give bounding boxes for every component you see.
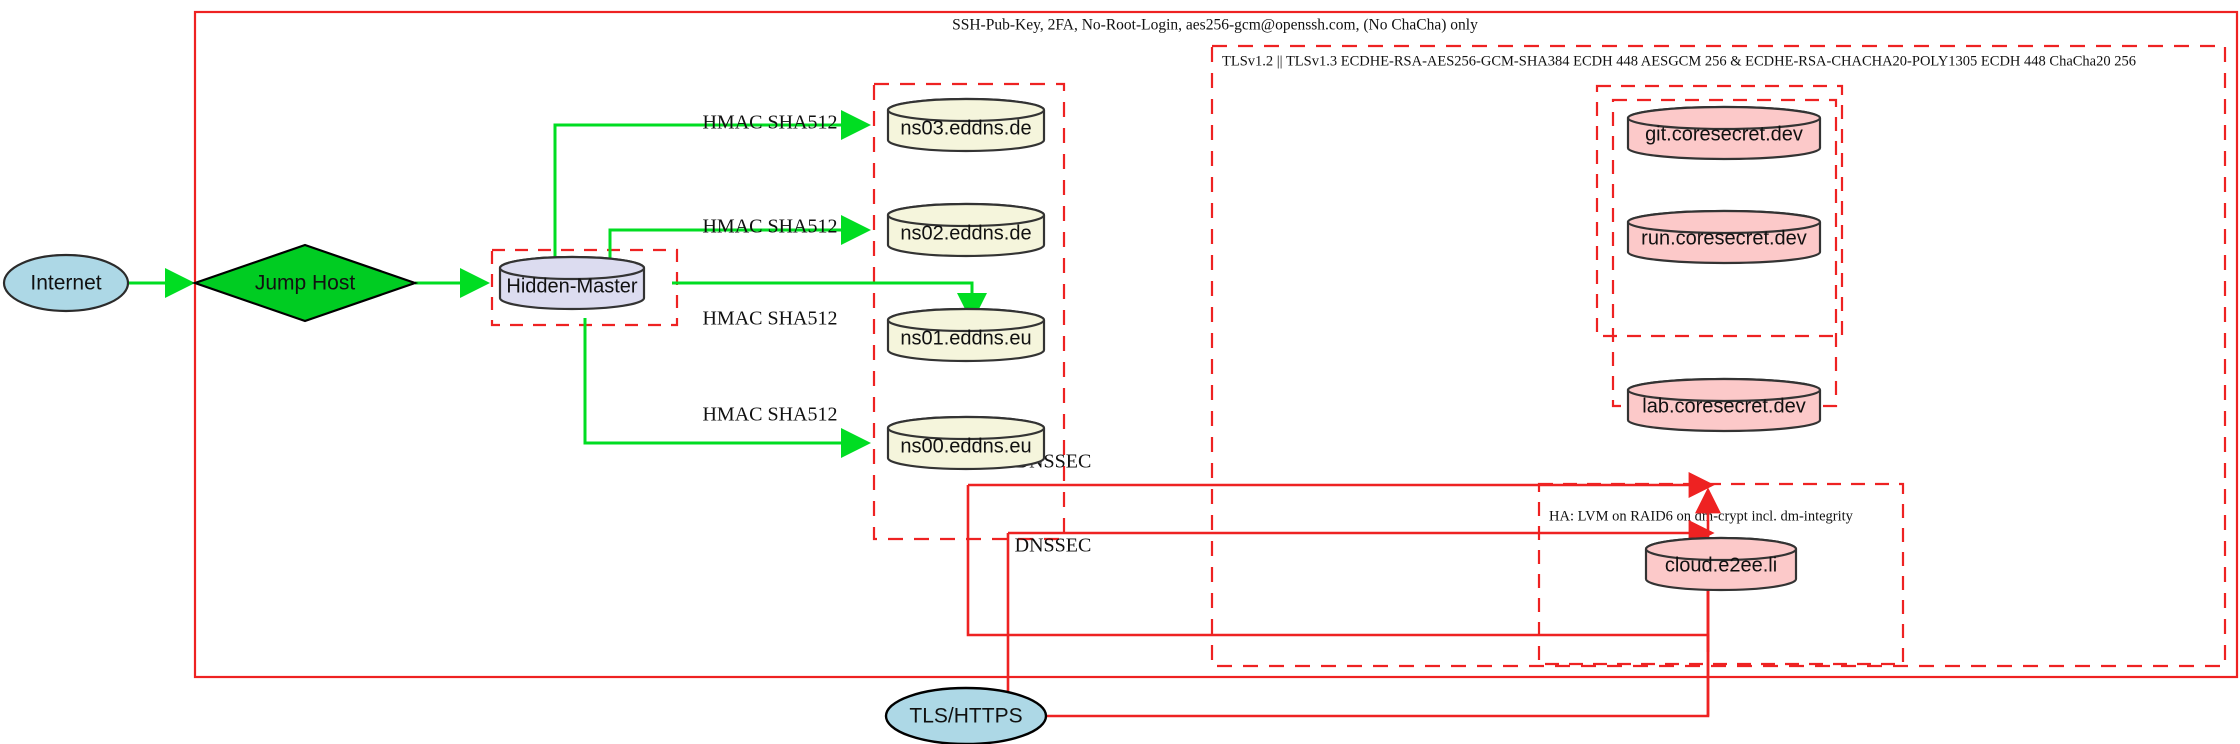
node-ns03-label: ns03.eddns.de bbox=[900, 117, 1031, 139]
edge-label-hmac-ns02: HMAC SHA512 bbox=[702, 216, 837, 238]
tls-zone-box bbox=[1210, 44, 2227, 668]
edge-hm-to-ns02 bbox=[608, 215, 871, 283]
node-internet[interactable]: Internet bbox=[2, 253, 130, 313]
green-flow-edges bbox=[124, 110, 987, 458]
node-internet-label: Internet bbox=[30, 272, 101, 295]
node-run-coresecret[interactable]: run.coresecret.dev bbox=[1626, 209, 1822, 265]
edge-hm-to-ns01 bbox=[672, 281, 987, 323]
node-ns00[interactable]: ns00.eddns.eu bbox=[886, 415, 1046, 471]
node-ns00-label: ns00.eddns.eu bbox=[900, 435, 1031, 457]
node-ns02[interactable]: ns02.eddns.de bbox=[886, 202, 1046, 258]
edge-label-hmac-ns01: HMAC SHA512 bbox=[702, 308, 837, 330]
coresecret-outer-box bbox=[1595, 84, 1844, 338]
node-tls-https[interactable]: TLS/HTTPS bbox=[884, 686, 1048, 744]
ssh-zone-label: SSH-Pub-Key, 2FA, No-Root-Login, aes256-… bbox=[952, 17, 1478, 34]
node-tls-https-label: TLS/HTTPS bbox=[909, 705, 1022, 728]
node-ns01-label: ns01.eddns.eu bbox=[900, 327, 1031, 349]
node-jump-host-label: Jump Host bbox=[255, 272, 356, 295]
edge-label-hmac-ns00: HMAC SHA512 bbox=[702, 404, 837, 426]
edge-label-hmac-ns03: HMAC SHA512 bbox=[702, 112, 837, 134]
node-hidden-master-label: Hidden-Master bbox=[506, 275, 638, 297]
lab-zone-box bbox=[1537, 482, 1905, 666]
edge-hm-to-ns03 bbox=[553, 110, 871, 283]
node-ns03[interactable]: ns03.eddns.de bbox=[886, 97, 1046, 153]
edge-label-dnssec-lower: DNSSEC bbox=[1015, 535, 1092, 557]
node-git-label: git.coresecret.dev bbox=[1645, 123, 1803, 145]
ssh-zone-box bbox=[193, 10, 2239, 679]
node-jump-host[interactable]: Jump Host bbox=[191, 243, 419, 323]
node-lab-label: lab.coresecret.dev bbox=[1642, 395, 1805, 417]
node-ns01[interactable]: ns01.eddns.eu bbox=[886, 307, 1046, 363]
tls-zone-label: TLSv1.2 || TLSv1.3 ECDHE-RSA-AES256-GCM-… bbox=[1222, 53, 2136, 69]
node-git-coresecret[interactable]: git.coresecret.dev bbox=[1626, 105, 1822, 161]
node-run-label: run.coresecret.dev bbox=[1641, 227, 1807, 249]
node-hidden-master[interactable]: Hidden-Master bbox=[498, 255, 646, 311]
node-cloud-label: cloud.e2ee.li bbox=[1665, 554, 1777, 576]
node-ns02-label: ns02.eddns.de bbox=[900, 222, 1031, 244]
edge-tlshttps-right bbox=[1046, 538, 1710, 718]
edge-hm-to-ns00 bbox=[583, 318, 871, 458]
node-cloud-e2ee[interactable]: cloud.e2ee.li bbox=[1644, 536, 1798, 592]
ha-zone-label: HA: LVM on RAID6 on dm-crypt incl. dm-in… bbox=[1549, 508, 1854, 524]
node-lab-coresecret[interactable]: lab.coresecret.dev bbox=[1626, 377, 1822, 433]
